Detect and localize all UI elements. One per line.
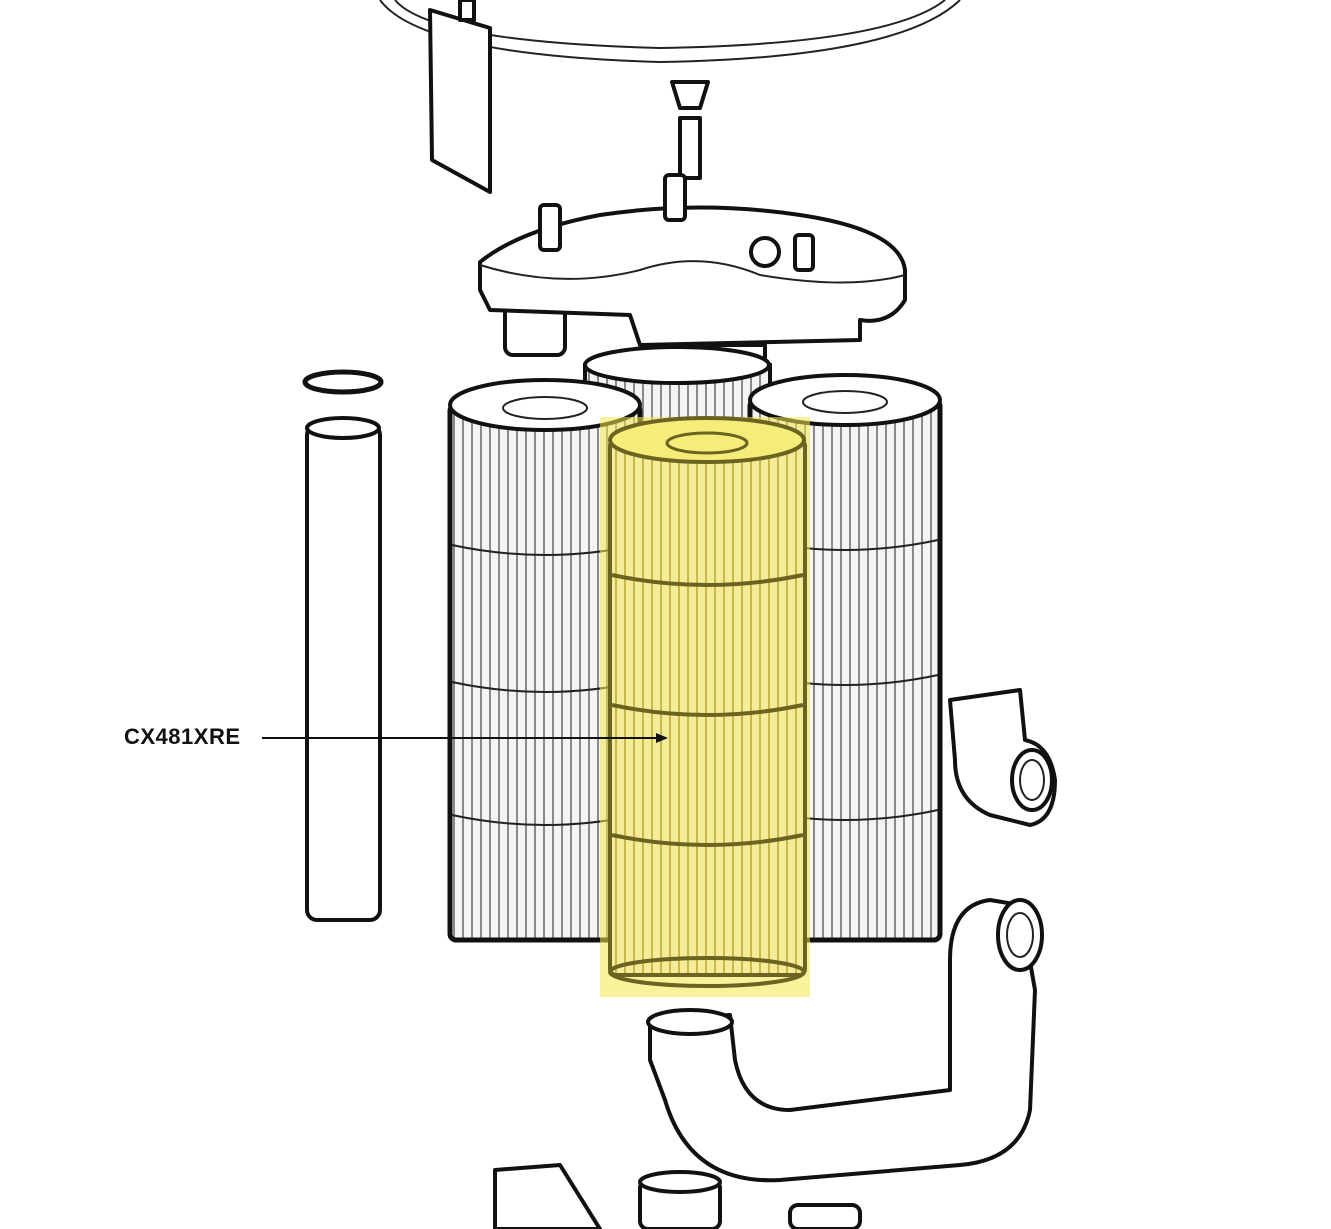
air-relief-fitting [670, 80, 710, 180]
highlighted-front-filter-cartridge [600, 416, 810, 997]
valve-body [493, 1163, 862, 1229]
warning-tag [428, 0, 492, 194]
filter-cartridge-left [447, 378, 643, 943]
return-pipe-assembly [646, 898, 1044, 1183]
o-ring [302, 369, 384, 395]
callout-leader-line [262, 733, 668, 743]
part-number-label: CX481XRE [124, 724, 241, 749]
center-tube [305, 416, 382, 922]
elbow-fitting [948, 688, 1057, 827]
arrowhead-icon [656, 733, 668, 743]
filter-cartridge-back [583, 345, 772, 427]
